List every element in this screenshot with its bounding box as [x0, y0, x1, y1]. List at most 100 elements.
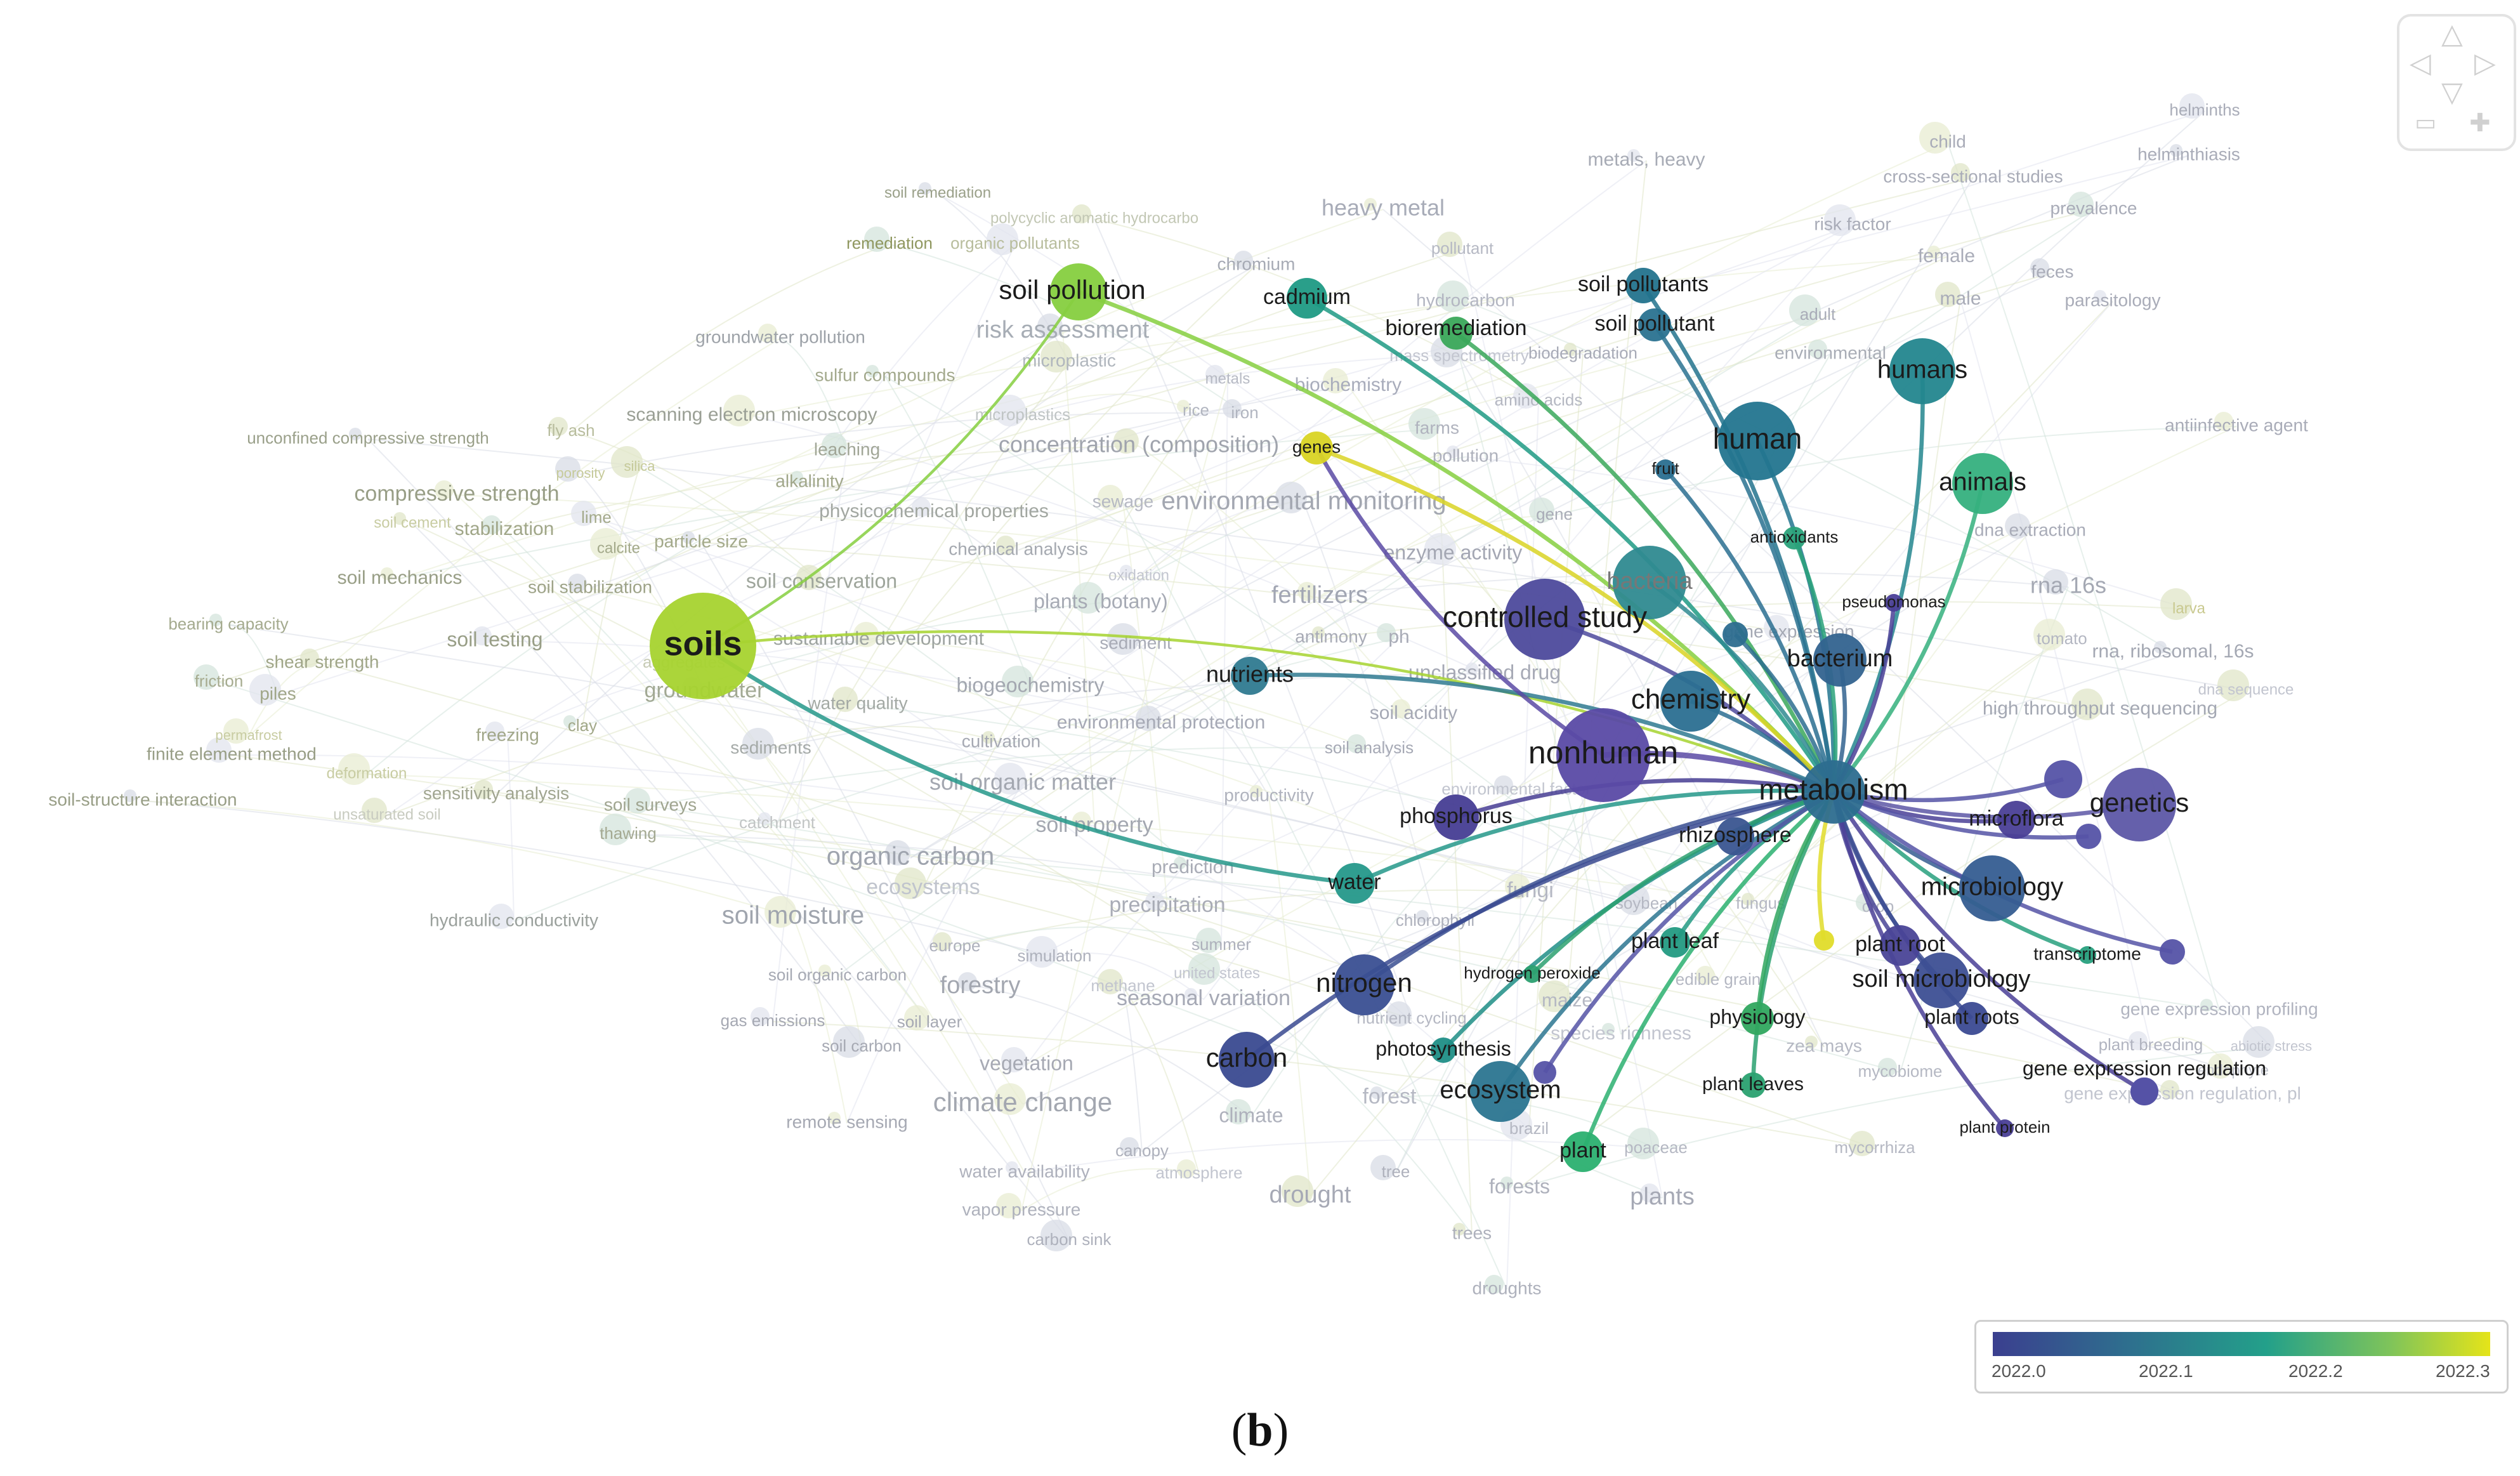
node-soils[interactable]: [650, 593, 756, 699]
node-gen-n4[interactable]: [2130, 1077, 2158, 1105]
node-fruit[interactable]: [1655, 459, 1676, 480]
node-bacteria[interactable]: [1613, 546, 1686, 619]
edge-soils-soil-pollution: [702, 291, 1080, 647]
node-plant-roots[interactable]: [1955, 1002, 1988, 1035]
edge-metabolism-soil-pollutant: [1653, 324, 1836, 793]
label-plant: plant: [1559, 1138, 1606, 1163]
label-gene-expression-profiling: gene expression profiling: [2120, 999, 2318, 1018]
node-genes[interactable]: [1300, 432, 1333, 465]
pan-up-icon[interactable]: △: [2441, 18, 2463, 50]
faint-node: [1107, 623, 1139, 655]
faint-node: [1113, 428, 1139, 454]
node-animals[interactable]: [1952, 453, 2013, 514]
label-sulfur-compounds: sulfur compounds: [815, 365, 955, 385]
label-risk-assessment: risk assessment: [976, 317, 1150, 343]
faint-node: [828, 1112, 841, 1124]
node-water[interactable]: [1334, 863, 1375, 904]
node-plant-protein[interactable]: [1996, 1119, 2014, 1137]
zoom-in-icon[interactable]: ✚: [2469, 109, 2491, 138]
faint-edge: [772, 450, 848, 1022]
label-plant-protein: plant protein: [1959, 1117, 2050, 1137]
node-ecosystem[interactable]: [1470, 1061, 1531, 1122]
label-forests: forests: [1489, 1175, 1550, 1197]
label-bioremediation: bioremediation: [1385, 316, 1526, 340]
node-genetics[interactable]: [2103, 768, 2176, 841]
faint-edge: [495, 331, 1063, 795]
faint-edge: [494, 640, 1162, 724]
faint-node: [435, 480, 454, 499]
label-gene-expression-regulation: gene expression regulation: [2023, 1057, 2266, 1079]
zoom-out-icon[interactable]: ▭: [2415, 110, 2437, 136]
node-soil-pollutant[interactable]: [1638, 308, 1671, 341]
node-hydrogen-peroxide[interactable]: [1523, 965, 1541, 983]
legend-tick-2022-1: 2022.1: [2139, 1361, 2193, 1381]
faint-node: [1072, 582, 1104, 614]
node-yellow-node[interactable]: [1814, 930, 1834, 951]
node-nutrients[interactable]: [1231, 657, 1269, 695]
node-nonhuman[interactable]: [1556, 708, 1650, 802]
faint-node: [349, 428, 362, 440]
node-antioxidants[interactable]: [1783, 527, 1806, 550]
node-transcriptome[interactable]: [2078, 946, 2096, 964]
node-microflora[interactable]: [1997, 801, 2035, 839]
node-microbiology[interactable]: [1959, 855, 2025, 921]
label-plants: plants: [1630, 1183, 1694, 1210]
label-soil-surveys: soil surveys: [604, 794, 697, 814]
faint-edge: [772, 1021, 1875, 1149]
label-calcite: calcite: [597, 539, 640, 557]
node-nitrogen[interactable]: [1334, 954, 1395, 1015]
node-physiology[interactable]: [1741, 1002, 1774, 1035]
label-ecosystem: ecosystem: [1440, 1076, 1561, 1104]
node-soil-pollutants[interactable]: [1625, 268, 1661, 303]
faint-edge: [704, 691, 2234, 1072]
node-bioremediation[interactable]: [1440, 317, 1473, 350]
node-soil-microbiology[interactable]: [1913, 952, 1969, 1008]
label-fertilizers: fertilizers: [1271, 582, 1368, 609]
node-gen-n3[interactable]: [2160, 939, 2185, 965]
node-pseudomonas[interactable]: [1885, 594, 1903, 612]
pan-down-icon[interactable]: ▽: [2441, 76, 2463, 109]
node-humans[interactable]: [1889, 338, 1955, 404]
node-plant-root[interactable]: [1880, 925, 1920, 966]
faint-node: [1370, 1086, 1383, 1099]
node-metabolism[interactable]: [1802, 760, 1865, 824]
faint-edge: [1024, 1138, 1657, 1173]
label-abiotic-stress: abiotic stress: [2231, 1038, 2312, 1054]
faint-node: [300, 649, 319, 668]
label-fruit: fruit: [1651, 459, 1679, 478]
faint-node: [1849, 1131, 1875, 1156]
faint-node: [751, 1007, 770, 1026]
label-physiology: physiology: [1709, 1005, 1805, 1028]
node-soil-pollution[interactable]: [1050, 263, 1107, 320]
node-gen-n2[interactable]: [2076, 824, 2101, 849]
node-cadmium[interactable]: [1287, 278, 1327, 319]
faint-node: [1408, 408, 1440, 440]
node-bio-n[interactable]: [1533, 1061, 1556, 1084]
label-catchment: catchment: [739, 813, 816, 832]
faint-node: [1297, 582, 1316, 601]
node-bacterium[interactable]: [1813, 633, 1867, 687]
faint-node: [1386, 1001, 1412, 1027]
pan-left-icon[interactable]: ◁: [2410, 47, 2431, 79]
label-rice: rice: [1183, 400, 1209, 419]
node-phosphorus[interactable]: [1433, 794, 1479, 840]
faint-node: [2160, 588, 2192, 620]
node-gen-n1[interactable]: [2044, 760, 2082, 798]
label-shear-strength: shear strength: [266, 652, 379, 671]
node-photosynthesis[interactable]: [1431, 1038, 1456, 1063]
node-human[interactable]: [1718, 402, 1797, 480]
node-hub-mid[interactable]: [1723, 622, 1748, 647]
node-rhizosphere[interactable]: [1716, 817, 1754, 855]
pan-right-icon[interactable]: ▷: [2474, 47, 2496, 79]
faint-node: [2217, 669, 2249, 701]
faint-edge: [1054, 952, 1204, 1000]
node-plant-leaf[interactable]: [1660, 927, 1690, 958]
faint-edge: [1022, 256, 1947, 784]
node-carbon[interactable]: [1219, 1032, 1275, 1088]
label-risk-factor: risk factor: [1814, 214, 1891, 234]
node-controlled-study[interactable]: [1504, 579, 1585, 660]
node-plant[interactable]: [1563, 1131, 1603, 1172]
node-plant-leaves[interactable]: [1740, 1072, 1766, 1098]
label-poaceae: poaceae: [1624, 1138, 1688, 1157]
node-chemistry[interactable]: [1660, 671, 1721, 732]
